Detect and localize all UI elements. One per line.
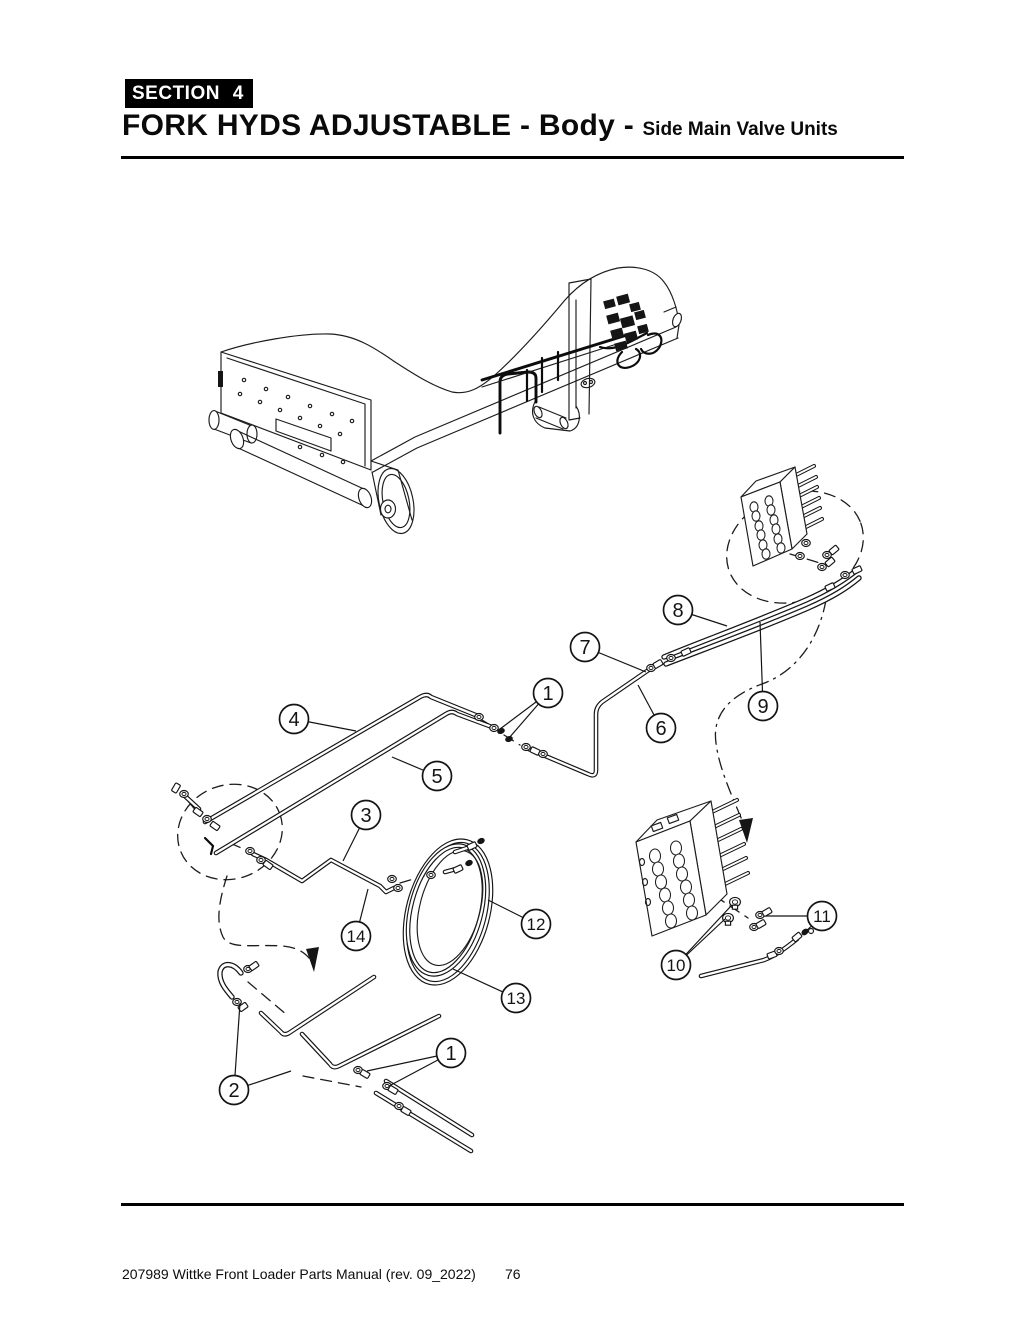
callout-4-circle xyxy=(278,703,310,735)
callout-2: 2 xyxy=(218,1002,292,1106)
callout-1: 1 xyxy=(499,677,564,739)
callout-6-number: 6 xyxy=(655,718,666,740)
callout-13-circle xyxy=(500,982,532,1014)
pipe-3-14-zigzag xyxy=(250,851,397,895)
callout-9-circle xyxy=(747,690,779,722)
truck-body-illustration xyxy=(208,266,683,535)
callout-5-circle xyxy=(421,760,453,792)
left-detail-ellipse xyxy=(177,783,283,881)
left-stub-tube xyxy=(183,794,215,856)
pipe-6 xyxy=(521,666,653,778)
callout-7-circle xyxy=(569,631,601,663)
callout-3-number: 3 xyxy=(360,805,371,827)
body-valve-assembly xyxy=(603,293,649,352)
flow-arrow-left xyxy=(306,947,319,972)
right-flow-dash-curve xyxy=(714,599,827,821)
hose-8 xyxy=(661,567,860,660)
callout-3: 3 xyxy=(342,799,382,862)
callout-12-number: 12 xyxy=(527,915,546,934)
page-title-main: FORK HYDS ADJUSTABLE - Body - xyxy=(122,109,635,142)
lower-pipe-a xyxy=(258,974,377,1037)
lower-pipe-b xyxy=(299,1013,442,1070)
callout-12: 12 xyxy=(487,899,552,940)
panel-holes xyxy=(237,377,355,465)
fittings xyxy=(170,538,863,1117)
elbow-hose-2 xyxy=(217,961,244,1000)
callout-1-number: 1 xyxy=(445,1043,456,1065)
valve-unit-upper xyxy=(740,464,824,567)
flow-arrow-right xyxy=(739,818,753,843)
callout-11: 11 xyxy=(766,900,838,935)
callout-6-circle xyxy=(645,712,677,744)
valve-unit-lower xyxy=(635,798,750,937)
callout-11-number: 11 xyxy=(813,907,831,926)
callout-14-number: 14 xyxy=(347,927,366,946)
body-hydraulic-lines xyxy=(480,331,663,435)
hose-9 xyxy=(663,575,862,667)
lower-long-pipes xyxy=(373,1078,475,1154)
callout-1-circle xyxy=(532,677,564,709)
callout-9-number: 9 xyxy=(757,696,768,718)
callout-14: 14 xyxy=(340,888,372,952)
pipe-5 xyxy=(213,709,495,856)
hose-11 xyxy=(698,936,800,979)
callout-2-number: 2 xyxy=(228,1080,239,1102)
callout-12-circle xyxy=(520,908,552,940)
callout-4: 4 xyxy=(278,703,357,735)
callout-2-circle xyxy=(218,1074,250,1106)
callout-4-number: 4 xyxy=(288,709,299,731)
header-rule xyxy=(121,156,904,159)
callout-14-circle xyxy=(340,920,372,952)
callout-6: 6 xyxy=(637,684,677,744)
callout-10-circle xyxy=(660,949,692,981)
callout-7-number: 7 xyxy=(579,637,590,659)
callout-13: 13 xyxy=(452,968,532,1014)
callout-8: 8 xyxy=(662,594,728,627)
callout-9: 9 xyxy=(747,621,779,722)
left-flow-dash-curve xyxy=(218,875,310,959)
callout-13-number: 13 xyxy=(507,989,526,1008)
callout-8-circle xyxy=(662,594,694,626)
callout-10-number: 10 xyxy=(667,956,686,975)
callout-5-number: 5 xyxy=(431,766,442,788)
page-title: FORK HYDS ADJUSTABLE - Body - Side Main … xyxy=(122,109,838,143)
footer-page-number: 76 xyxy=(505,1266,521,1282)
callout-7: 7 xyxy=(569,631,647,673)
pipe-4 xyxy=(202,692,481,825)
callout-3-circle xyxy=(350,799,382,831)
callout-1-number: 1 xyxy=(542,683,553,705)
callout-1-circle xyxy=(435,1037,467,1069)
callout-5: 5 xyxy=(391,756,453,792)
section-label: SECTION 4 xyxy=(125,79,253,108)
footer-rule xyxy=(121,1203,904,1206)
callout-10: 10 xyxy=(660,905,732,981)
coiled-hose xyxy=(402,838,494,986)
footer-manual-reference: 207989 Wittke Front Loader Parts Manual … xyxy=(122,1266,476,1282)
page-title-sub: Side Main Valve Units xyxy=(642,119,838,140)
callout-8-number: 8 xyxy=(672,600,683,622)
callout-1: 1 xyxy=(366,1037,467,1087)
callout-11-circle xyxy=(806,900,838,932)
